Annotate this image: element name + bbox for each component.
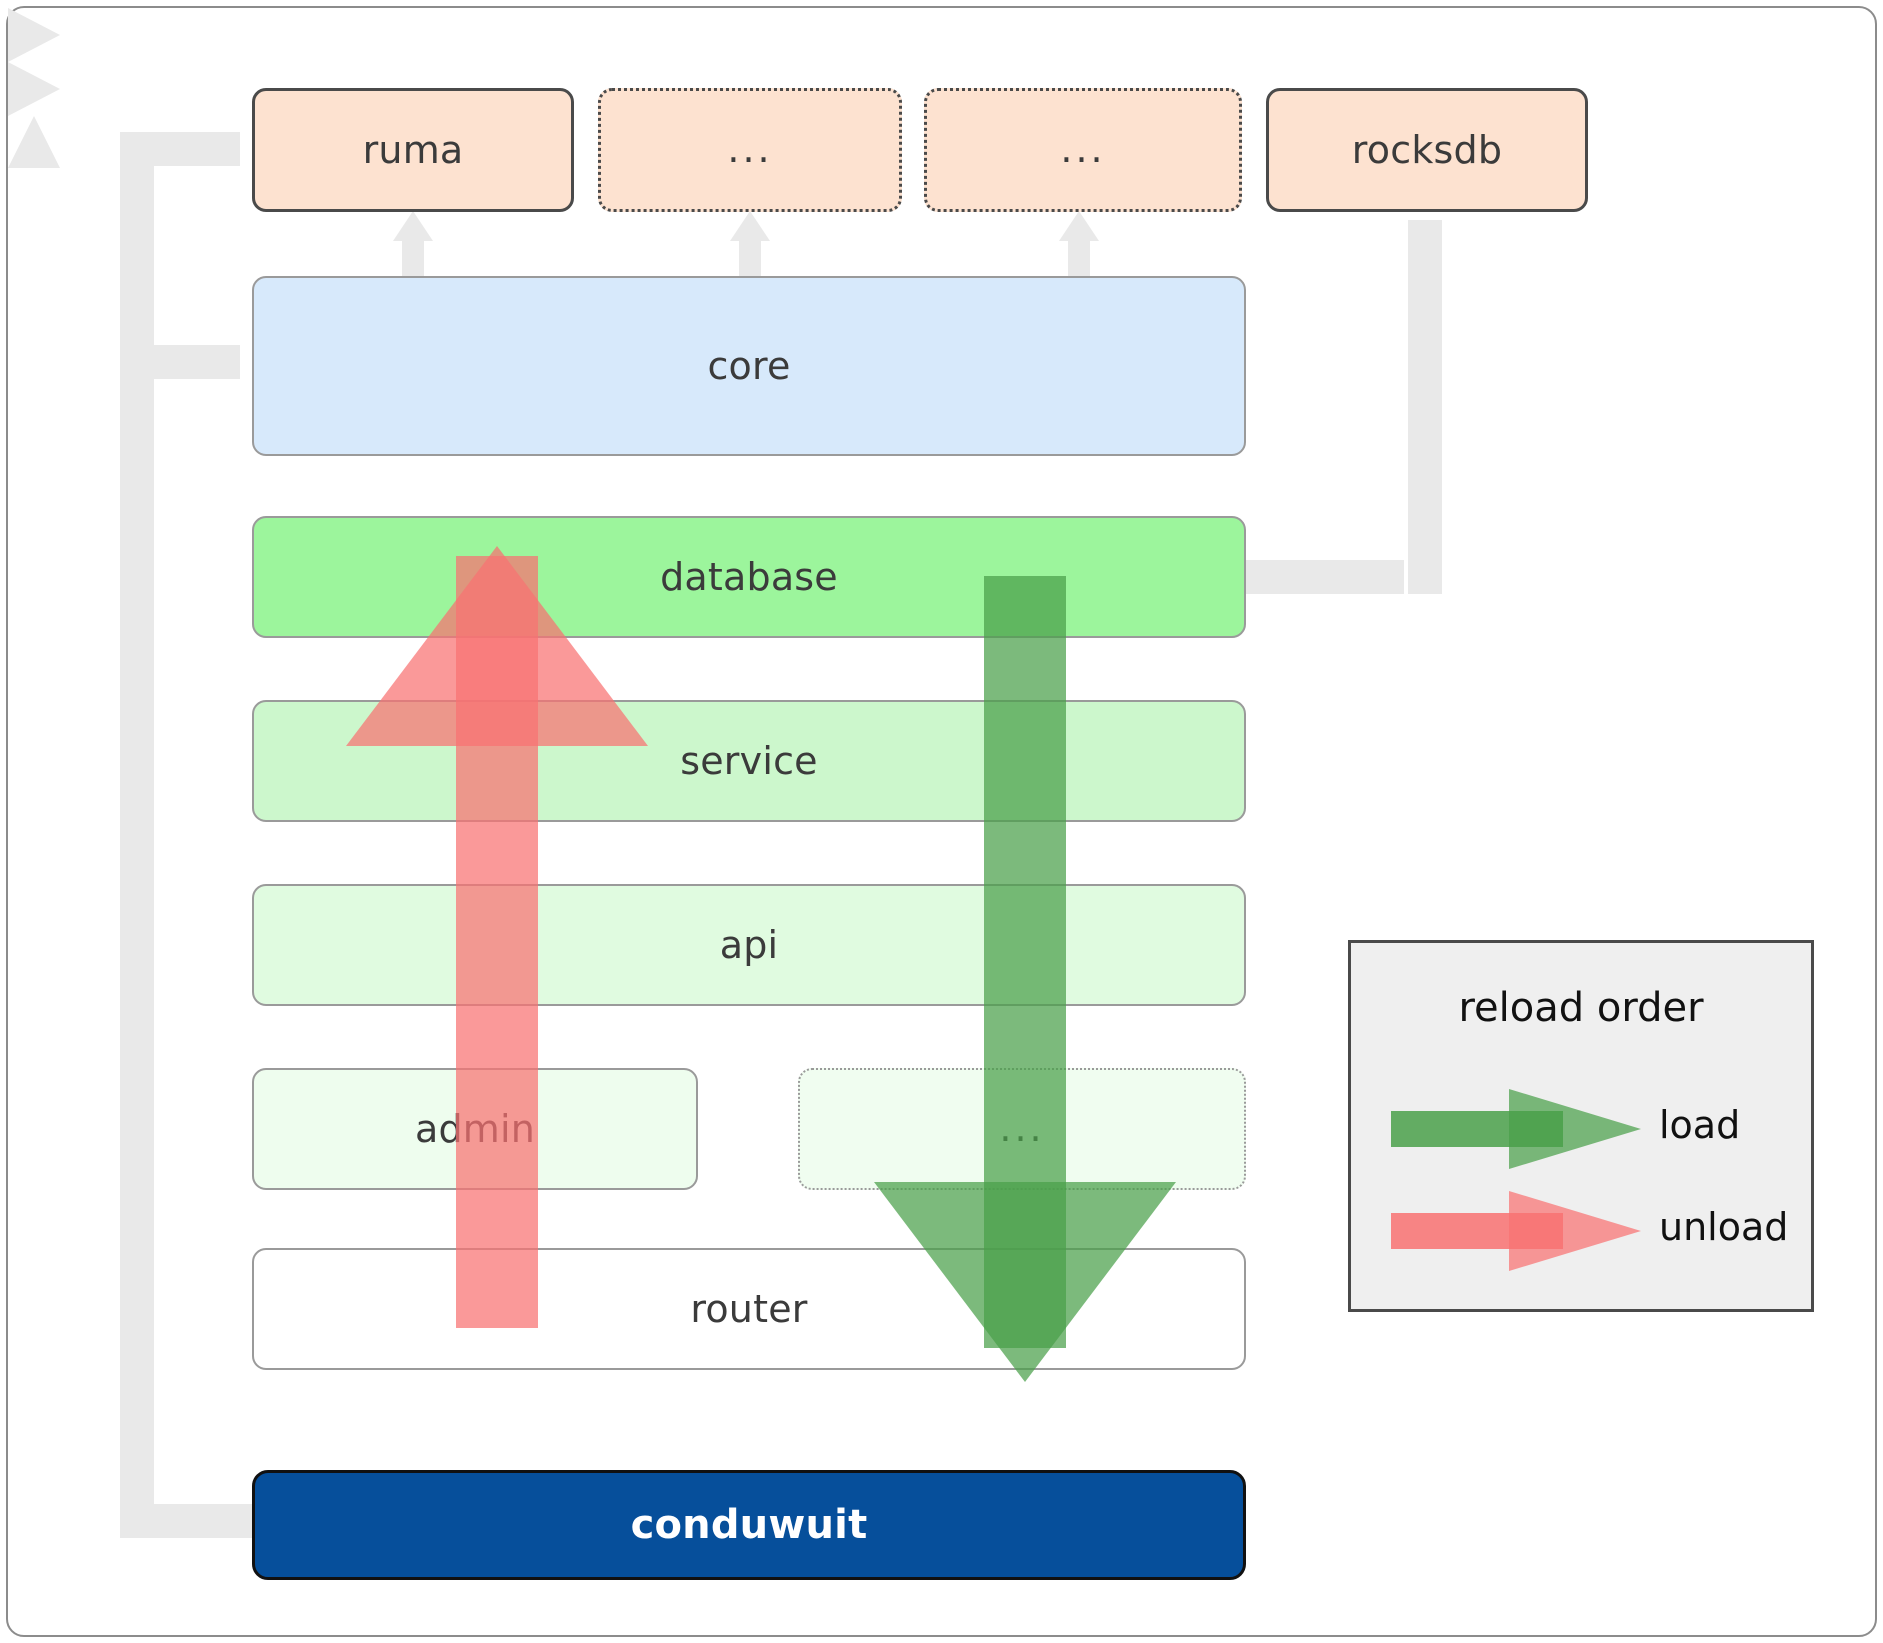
node-dep-a-label: ...: [727, 127, 773, 172]
node-admin-label: admin: [414, 1107, 536, 1151]
node-conduwuit-label: conduwuit: [630, 1502, 868, 1548]
legend-row-unload: unload: [1391, 1191, 1791, 1271]
connector-core-to-ruma: [402, 236, 424, 276]
node-core[interactable]: core: [252, 276, 1246, 456]
node-conduwuit[interactable]: conduwuit: [252, 1470, 1246, 1580]
node-ruma[interactable]: ruma: [252, 88, 574, 212]
legend-load-label: load: [1659, 1103, 1741, 1147]
arrowhead-up-icon: [1059, 211, 1099, 241]
node-dep-b[interactable]: ...: [924, 88, 1242, 212]
legend-title: reload order: [1458, 985, 1704, 1031]
node-api[interactable]: api: [252, 884, 1246, 1006]
node-dep-b-label: ...: [1060, 127, 1106, 172]
node-rocksdb[interactable]: rocksdb: [1266, 88, 1588, 212]
node-dots-low[interactable]: ...: [798, 1068, 1246, 1190]
connector-core-to-dep-a: [739, 236, 761, 276]
connector-database-out: [1246, 560, 1404, 594]
node-router-label: router: [690, 1287, 808, 1331]
node-service[interactable]: service: [252, 700, 1246, 822]
legend-load-head: [1509, 1089, 1641, 1169]
node-dots-low-label: ...: [999, 1106, 1045, 1151]
node-service-label: service: [680, 739, 818, 783]
connector-conduwuit-foot: [120, 1504, 252, 1538]
legend-unload-head: [1509, 1191, 1641, 1271]
legend-unload-arrow-icon: [1391, 1191, 1641, 1271]
legend-unload-label: unload: [1659, 1205, 1789, 1249]
node-database[interactable]: database: [252, 516, 1246, 638]
arrowhead-right-icon: [8, 8, 60, 62]
arrowhead-up-icon: [393, 211, 433, 241]
arrowhead-up-icon: [8, 116, 60, 168]
node-database-label: database: [660, 555, 838, 599]
arrowhead-up-icon: [730, 211, 770, 241]
node-ruma-label: ruma: [362, 128, 464, 172]
arrowhead-right-icon: [8, 62, 60, 116]
legend-row-load: load: [1391, 1089, 1791, 1169]
connector-branch-core: [120, 345, 240, 379]
legend-panel: reload order load unload: [1348, 940, 1814, 1312]
node-rocksdb-label: rocksdb: [1351, 128, 1503, 172]
connector-left-spine: [120, 132, 154, 1538]
node-api-label: api: [719, 923, 779, 967]
node-router[interactable]: router: [252, 1248, 1246, 1370]
connector-database-to-rocksdb: [1408, 220, 1442, 594]
node-admin[interactable]: admin: [252, 1068, 698, 1190]
legend-load-arrow-icon: [1391, 1089, 1641, 1169]
connector-core-to-dep-b: [1068, 236, 1090, 276]
node-dep-a[interactable]: ...: [598, 88, 902, 212]
connector-branch-ruma: [120, 132, 240, 166]
diagram-canvas: ruma ... ... rocksdb core database servi…: [6, 6, 1877, 1637]
node-core-label: core: [707, 344, 791, 388]
